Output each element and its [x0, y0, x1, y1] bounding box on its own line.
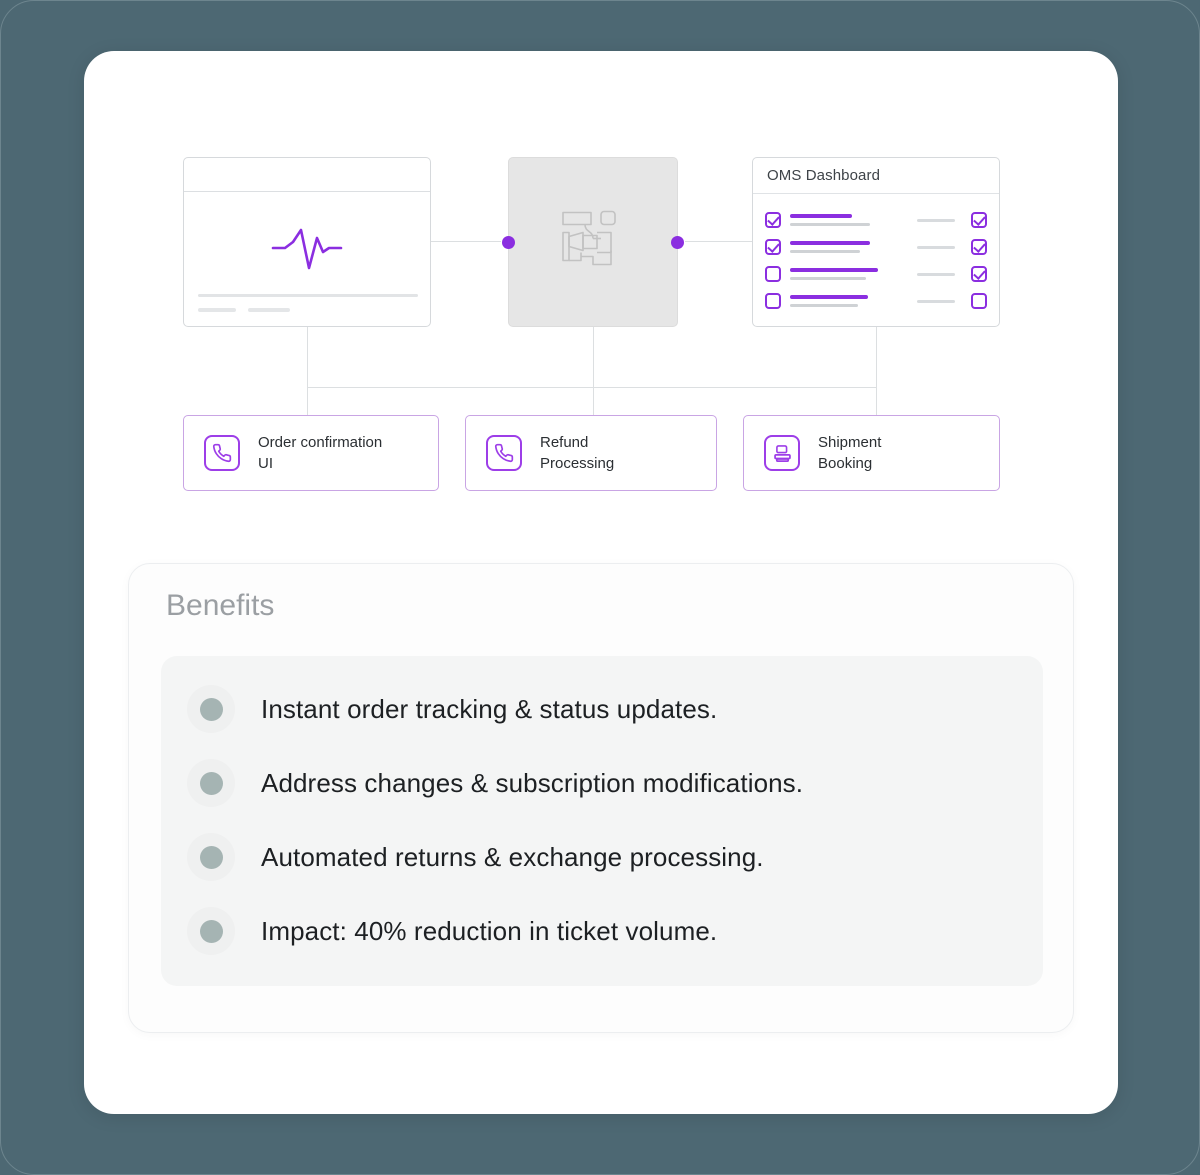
connector-engine-to-oms [685, 241, 753, 242]
benefit-text: Automated returns & exchange processing. [261, 841, 764, 872]
checkbox-checked-icon[interactable] [971, 266, 987, 282]
oms-row-text [790, 214, 872, 226]
processing-engine-node[interactable] [502, 157, 684, 327]
connector-drop-engine [593, 327, 594, 387]
connector-drop-oms [876, 327, 877, 387]
channel-label: Refund Processing [540, 434, 615, 472]
browser-window-node[interactable] [183, 157, 431, 327]
browser-title-bar [184, 158, 430, 192]
bullet-icon [187, 759, 235, 807]
connector-bus [307, 387, 877, 388]
oms-rows [753, 194, 999, 328]
checkbox-checked-icon[interactable] [971, 212, 987, 228]
channel-label: Shipment Booking [818, 434, 882, 472]
channel-card-refund-processing[interactable]: Refund Processing [465, 415, 717, 491]
checkbox-unchecked-icon[interactable] [765, 266, 781, 282]
checkbox-checked-icon[interactable] [765, 212, 781, 228]
oms-row-right-bar [917, 299, 955, 303]
architecture-diagram: OMS Dashboard [84, 51, 1118, 531]
bullet-icon [187, 685, 235, 733]
connector-drop-channel-2 [593, 387, 594, 415]
oms-row[interactable] [765, 261, 987, 287]
benefits-section: Benefits Instant order tracking & status… [128, 563, 1074, 1033]
oms-dashboard-node[interactable]: OMS Dashboard [752, 157, 1000, 327]
browser-content-bar-short-1 [198, 308, 236, 312]
oms-header: OMS Dashboard [753, 158, 999, 194]
pulse-waveform-icon [269, 218, 345, 283]
connector-browser-to-engine [431, 241, 501, 242]
connector-drop-browser [307, 327, 308, 387]
channel-label: Order confirmation UI [258, 434, 383, 472]
channel-card-order-confirmation[interactable]: Order confirmation UI [183, 415, 439, 491]
connector-dot-right [671, 235, 684, 249]
connector-dot-left [502, 235, 515, 249]
connector-drop-channel-3 [876, 387, 877, 415]
benefit-item: Impact: 40% reduction in ticket volume. [161, 894, 1043, 968]
stamp-icon [764, 435, 800, 471]
benefit-item: Address changes & subscription modificat… [161, 746, 1043, 820]
oms-row-right-bar [917, 218, 955, 222]
browser-content-bar [198, 294, 418, 297]
phone-icon [204, 435, 240, 471]
connector-drop-channel-1 [307, 387, 308, 415]
browser-content-bar-short-2 [248, 308, 290, 312]
benefit-text: Impact: 40% reduction in ticket volume. [261, 915, 718, 946]
bullet-icon [187, 907, 235, 955]
oms-row-text [790, 295, 872, 307]
oms-row[interactable] [765, 234, 987, 260]
oms-row[interactable] [765, 207, 987, 233]
oms-row-right-bar [917, 272, 955, 276]
checkbox-unchecked-icon[interactable] [971, 293, 987, 309]
benefit-item: Automated returns & exchange processing. [161, 820, 1043, 894]
oms-row-text [790, 268, 878, 280]
phone-icon [486, 435, 522, 471]
oms-title: OMS Dashboard [767, 167, 881, 184]
bullet-icon [187, 833, 235, 881]
oms-row-right-bar [917, 245, 955, 249]
benefit-item: Instant order tracking & status updates. [161, 672, 1043, 746]
checkbox-checked-icon[interactable] [971, 239, 987, 255]
channel-card-shipment-booking[interactable]: Shipment Booking [743, 415, 1000, 491]
schematic-icon [559, 207, 627, 278]
oms-row[interactable] [765, 288, 987, 314]
oms-row-text [790, 241, 872, 253]
checkbox-unchecked-icon[interactable] [765, 293, 781, 309]
benefit-text: Instant order tracking & status updates. [261, 693, 718, 724]
benefits-list: Instant order tracking & status updates.… [161, 656, 1043, 986]
benefit-text: Address changes & subscription modificat… [261, 767, 804, 798]
main-card: OMS Dashboard [84, 51, 1118, 1114]
checkbox-checked-icon[interactable] [765, 239, 781, 255]
benefits-title: Benefits [166, 589, 275, 622]
